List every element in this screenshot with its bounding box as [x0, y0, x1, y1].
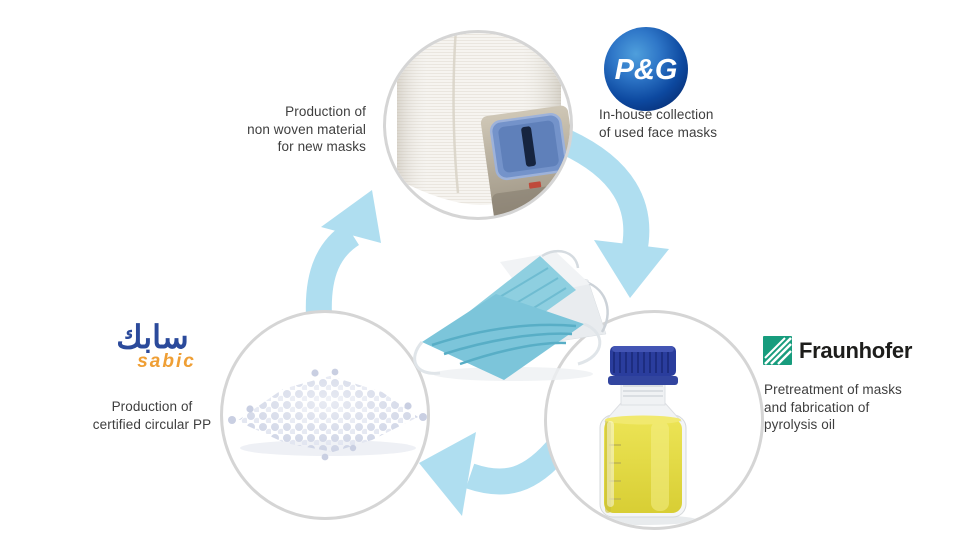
- arrow-top-to-right-icon: [560, 130, 669, 298]
- caption-line: certified circular PP: [92, 416, 212, 432]
- collection-caption: In-house collection of used face masks: [599, 106, 717, 141]
- ear-loop: [413, 341, 441, 375]
- caption-line: pyrolysis oil: [764, 417, 836, 433]
- graduation-marks: [609, 444, 621, 500]
- sabic-logo-arabic-text: سابك: [116, 319, 189, 355]
- nonwoven-production-circle: [383, 30, 573, 220]
- sabic-logo: سابك sabic: [90, 319, 215, 373]
- caption-line: non woven material: [247, 121, 366, 137]
- caption-line: of used face masks: [599, 124, 718, 140]
- scattered-pellets: [228, 368, 427, 461]
- arrow-left-to-top-icon: [305, 190, 381, 317]
- pg-logo-text: P&G: [615, 54, 678, 86]
- pp-pellets-pile-image: [228, 368, 427, 461]
- pyrolysis-oil-bottle-image: [589, 346, 697, 525]
- fraunhofer-square-icon: [763, 336, 792, 365]
- sabic-logo-latin-text: sabic: [137, 350, 196, 372]
- lab-bottle: [599, 346, 687, 518]
- nonwoven-production-caption: Production of non woven material for new…: [228, 103, 366, 156]
- pg-logo: P&G: [604, 27, 688, 111]
- fraunhofer-logo-text: Fraunhofer: [799, 337, 913, 363]
- pp-production-circle: [220, 310, 430, 520]
- caption-line: Production of: [111, 399, 193, 414]
- blue-mask-front: [413, 294, 602, 380]
- nonwoven-roll-and-collection-bin-image: [397, 33, 570, 217]
- pretreatment-caption: Pretreatment of masks and fabrication of…: [764, 381, 902, 434]
- caption-line: Pretreatment of masks: [764, 382, 902, 397]
- arrow-right-to-left-icon: [419, 432, 570, 516]
- pp-production-caption: Production of certified circular PP: [78, 398, 226, 433]
- used-face-masks-pile-image: [413, 249, 609, 381]
- pyrolysis-oil-circle: [544, 310, 764, 530]
- caption-line: for new masks: [277, 139, 366, 155]
- caption-line: and fabrication of: [764, 399, 870, 415]
- ear-loop: [577, 322, 602, 366]
- caption-line: Production of: [285, 104, 366, 119]
- fraunhofer-logo: Fraunhofer: [763, 336, 912, 365]
- caption-line: In-house collection: [599, 107, 714, 122]
- bin-slot: [521, 126, 536, 167]
- bin-red-label: [528, 181, 542, 189]
